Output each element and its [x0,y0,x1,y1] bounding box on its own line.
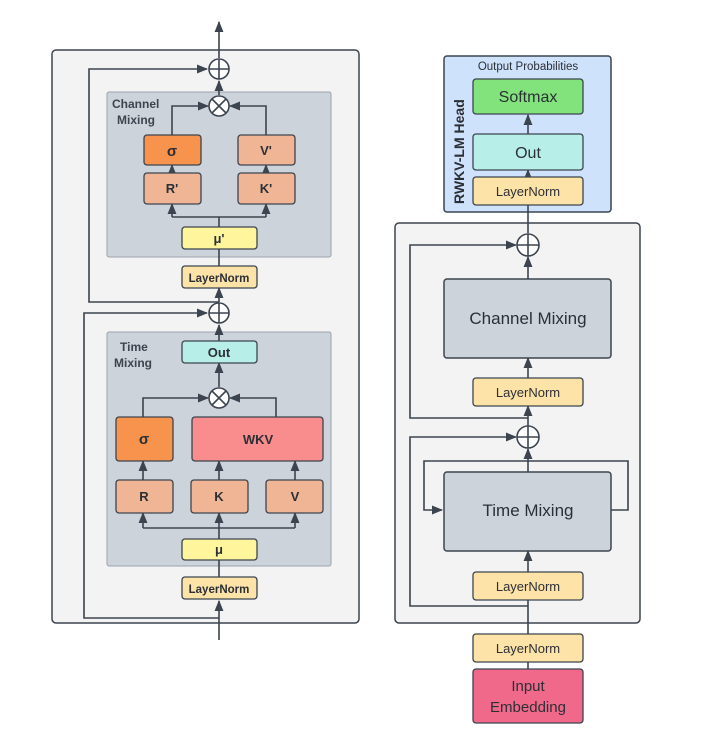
cm-vprime-label: V' [260,143,272,158]
time-layernorm-label: LayerNorm [496,579,560,594]
cm-sigma-box [143,134,202,166]
cm-kprime-box [237,172,296,205]
tm-mu-box [181,538,258,561]
tm-r-label: R [139,489,149,504]
tm-mu-label: μ [215,542,223,557]
time-mixing-box [443,471,612,552]
channel-layernorm-label: LayerNorm [496,385,560,400]
tm-sigma-box [115,416,174,462]
tm-sigma-label: σ [139,431,149,448]
channel-layernorm-box [472,377,584,407]
cm-sigma-label: σ [167,143,177,160]
head-layernorm-box [472,176,584,206]
cm-rprime-box [143,172,202,205]
input-layernorm-label: LayerNorm [496,641,560,656]
head-layernorm-label: LayerNorm [496,184,560,199]
cm-muprime-label: μ' [213,231,224,246]
tm-r-box [115,479,174,514]
time-mixing-title-2: Mixing [114,356,152,370]
input-embedding-box [472,668,584,724]
time-mixing-title-1: Time [120,340,148,354]
input-embedding-label-2: Embedding [490,699,566,716]
otimes-channel-icon [208,95,230,117]
oplus-top-icon [208,58,230,80]
head-output-label: Output Probabilities [478,61,579,73]
cm-kprime-label: K' [260,181,272,196]
cm-rprime-label: R' [166,181,178,196]
right-connectors [409,113,629,669]
tm-k-label: K [214,489,224,504]
otimes-time-icon [208,387,230,409]
cm-layernorm-box [181,265,258,289]
right-oplus-top-icon [516,233,540,257]
softmax-box [472,78,584,115]
right-oplus-middle-icon [516,425,540,449]
tm-v-box [265,479,324,514]
head-out-label: Out [515,145,541,162]
tm-out-label: Out [208,345,231,360]
cm-muprime-box [181,226,258,250]
left-block: Channel Mixing Time Mixing [51,20,360,640]
tm-wkv-box [191,416,324,462]
cm-vprime-box [237,134,296,166]
oplus-middle-icon [208,302,230,324]
cm-layernorm-label: LayerNorm [189,273,250,285]
right-block: RWKV-LM Head Output Probabilities [394,55,641,724]
tm-layernorm-box [181,576,258,600]
tm-out-box [181,340,258,364]
softmax-label: Softmax [499,89,558,106]
input-layernorm-box [472,633,584,663]
input-embedding-label-1: Input [511,678,545,695]
time-layernorm-box [472,571,584,601]
head-title: RWKV-LM Head [451,99,467,204]
tm-k-box [190,479,249,514]
channel-mixing-label: Channel Mixing [469,309,586,328]
left-connectors [83,20,300,640]
head-out-box [472,133,584,171]
channel-mixing-title-2: Mixing [117,113,155,127]
channel-mixing-title-1: Channel [112,97,159,111]
channel-mixing-box [443,278,612,359]
tm-layernorm-label: LayerNorm [189,584,250,596]
tm-wkv-label: WKV [243,432,274,447]
tm-v-label: V [291,489,300,504]
time-mixing-label: Time Mixing [483,501,574,520]
